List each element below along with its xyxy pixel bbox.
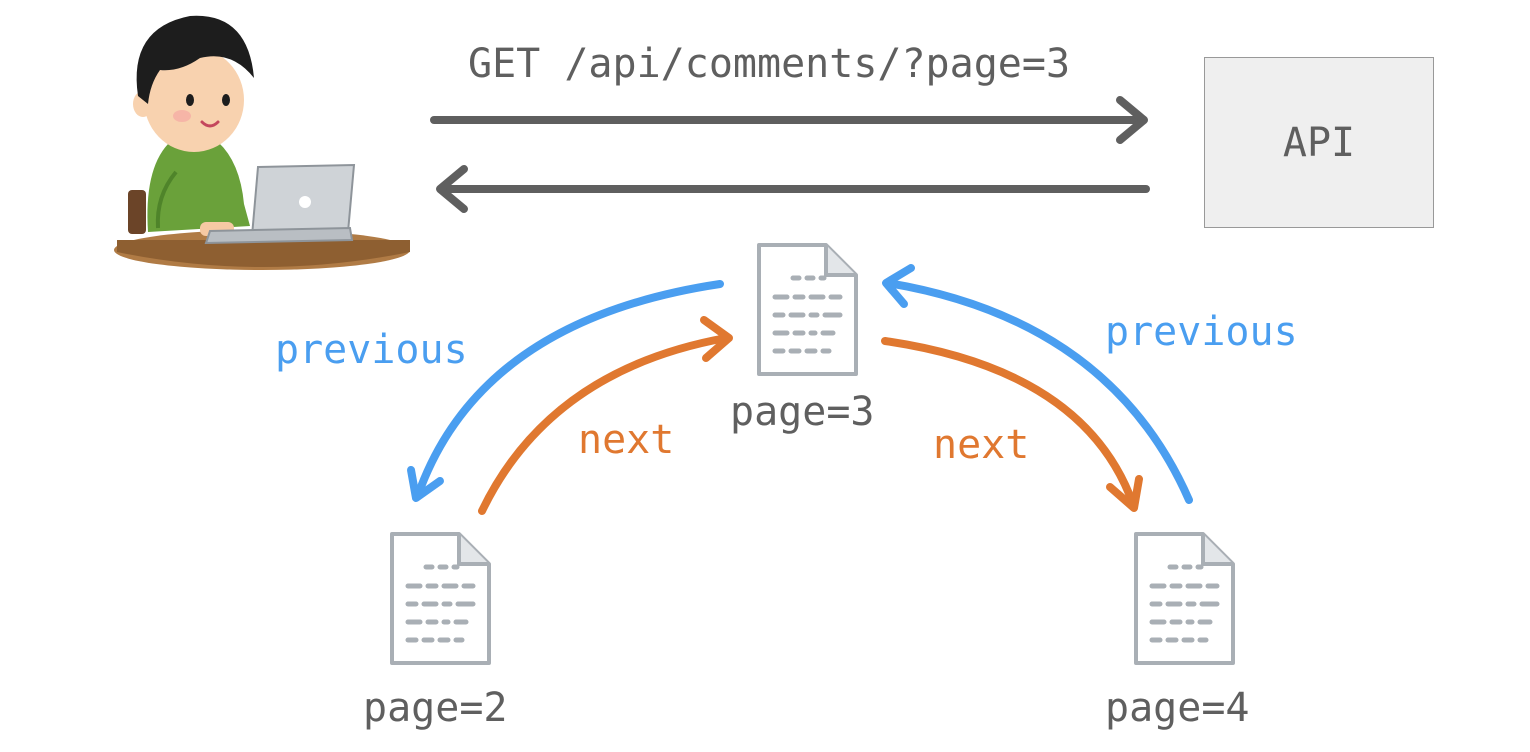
person-at-laptop-icon (114, 15, 410, 270)
document-icon-page4 (1136, 534, 1233, 663)
page-label-3: page=3 (730, 389, 875, 435)
response-arrowhead (436, 165, 468, 213)
next-arrowhead-left (700, 316, 733, 362)
document-icon-page3 (759, 245, 856, 374)
page-label-2: page=2 (363, 685, 508, 731)
document-icon-page2 (392, 534, 489, 663)
api-box: API (1204, 57, 1434, 228)
previous-label-right: previous (1105, 309, 1298, 355)
previous-label-left: previous (275, 327, 468, 373)
page-label-4: page=4 (1105, 685, 1250, 731)
request-arrowhead (1116, 96, 1148, 144)
next-label-right: next (933, 422, 1030, 468)
previous-arrow-right (884, 279, 1193, 504)
next-label-left: next (578, 417, 675, 463)
previous-arrowhead-right (882, 264, 915, 308)
next-arrow-left (478, 334, 730, 515)
previous-arrow-left (414, 280, 724, 499)
request-label: GET /api/comments/?page=3 (468, 41, 1071, 87)
previous-arrowhead-left (407, 466, 444, 502)
api-label: API (1282, 119, 1356, 166)
next-arrowhead-right (1106, 475, 1143, 512)
next-arrow-right (881, 337, 1137, 508)
